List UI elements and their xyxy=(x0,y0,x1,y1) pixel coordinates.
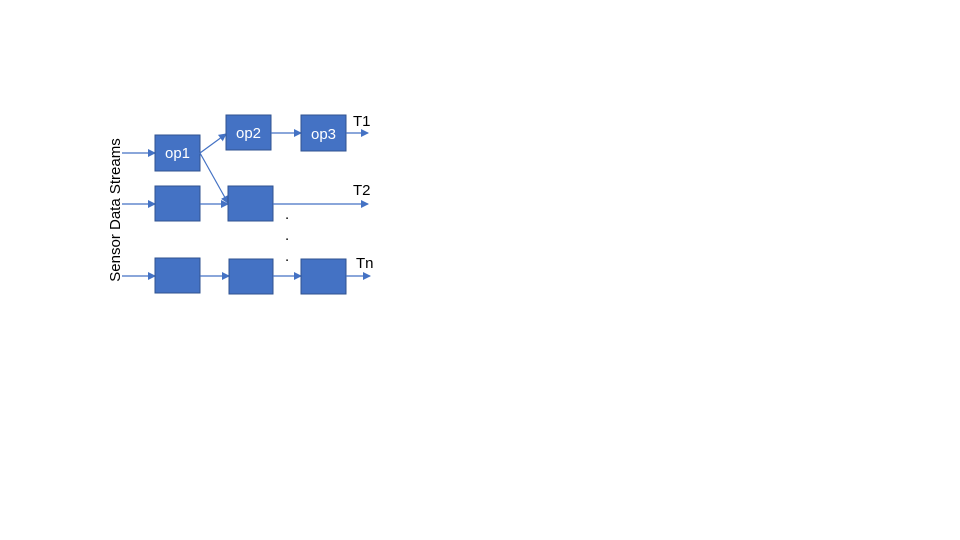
ellipsis-dot: . xyxy=(285,227,289,244)
op3-label: op3 xyxy=(311,126,336,143)
op1-label: op1 xyxy=(165,145,190,162)
rown-box-1 xyxy=(154,257,201,294)
rown-box-2 xyxy=(228,258,274,295)
row2-box-1 xyxy=(154,185,201,222)
op2-label: op2 xyxy=(236,125,261,142)
output-label-t1: T1 xyxy=(353,113,371,130)
rown-box-3 xyxy=(300,258,347,295)
op2-box xyxy=(225,114,272,151)
output-label-tn: Tn xyxy=(356,255,374,272)
ellipsis-dot: . xyxy=(285,248,289,265)
input-label: Sensor Data Streams xyxy=(107,138,124,281)
ellipsis-dot: . xyxy=(285,206,289,223)
row2-box-2 xyxy=(227,185,274,222)
arrow-op1-op2 xyxy=(199,133,227,154)
output-label-t2: T2 xyxy=(353,182,371,199)
arrow-op1-row2 xyxy=(199,152,229,204)
op3-box xyxy=(300,114,347,152)
